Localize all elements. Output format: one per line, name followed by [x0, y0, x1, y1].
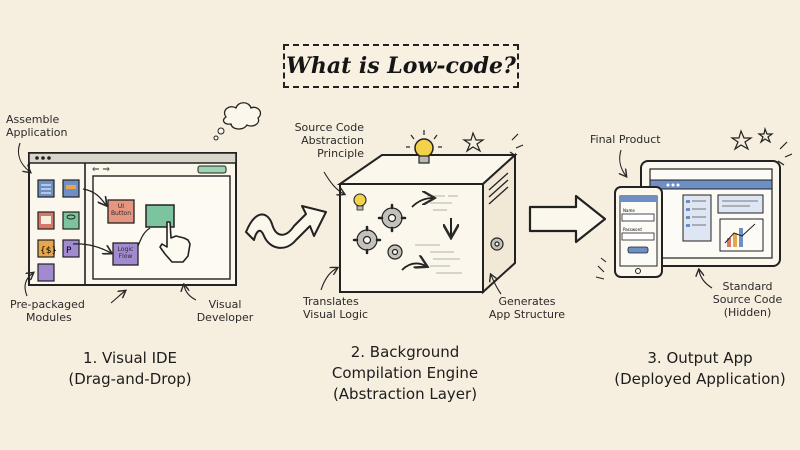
ui-button-block-label: UI Button: [110, 203, 132, 217]
label-standard-source-code: Standard Source Code (Hidden): [712, 280, 783, 319]
sparkle-icon: [462, 131, 524, 157]
squiggle-arrow-1: [245, 205, 327, 249]
compilation-engine-cube: [336, 152, 518, 295]
heading-visual-ide: 1. Visual IDE (Drag-and-Drop): [68, 349, 192, 388]
ui-button-block: [107, 199, 135, 224]
label-assemble-application: Assemble Application: [6, 113, 68, 139]
label-generates-app-structure: Generates App Structure: [488, 295, 566, 321]
label-translates-visual-logic: Translates Visual Logic: [303, 295, 369, 321]
logic-flow-block-label: Logic Flow: [117, 246, 134, 260]
svg-text:Name: Name: [623, 208, 635, 213]
lightbulb-icon: [406, 130, 442, 164]
bar-chart-icon: [727, 238, 731, 247]
heading-compilation-engine: 2. Background Compilation Engine (Abstra…: [331, 343, 479, 403]
output-arrow: [528, 194, 607, 244]
small-bulb-icon: [353, 193, 367, 211]
label-final-product: Final Product: [590, 133, 661, 146]
svg-text:Password: Password: [623, 227, 642, 232]
module-palette: {$} P: [37, 179, 80, 282]
svg-text:{$}: {$}: [40, 246, 57, 256]
canvas-blocks: [72, 188, 191, 266]
module-block-code: [37, 239, 55, 258]
ide-nav-arrows[interactable]: ⇐ ⇒: [92, 165, 110, 175]
label-visual-developer: Visual Developer: [196, 298, 254, 324]
phone-device: Name Password: [614, 186, 663, 278]
page-title: What is Low-code?: [283, 44, 519, 88]
svg-text:P: P: [66, 246, 72, 256]
label-pre-packaged-modules: Pre-packaged Modules: [10, 298, 85, 324]
tablet-device: [640, 160, 781, 267]
star-icon: [730, 126, 793, 166]
gear-icon: [356, 207, 504, 260]
thought-cloud-icon: [213, 102, 262, 141]
module-block-extra: [37, 263, 55, 282]
hand-cursor-icon: [159, 221, 191, 263]
heading-output-app: 3. Output App (Deployed Application): [614, 349, 786, 388]
label-source-code-principle: Source Code Abstraction Principle: [294, 121, 364, 160]
